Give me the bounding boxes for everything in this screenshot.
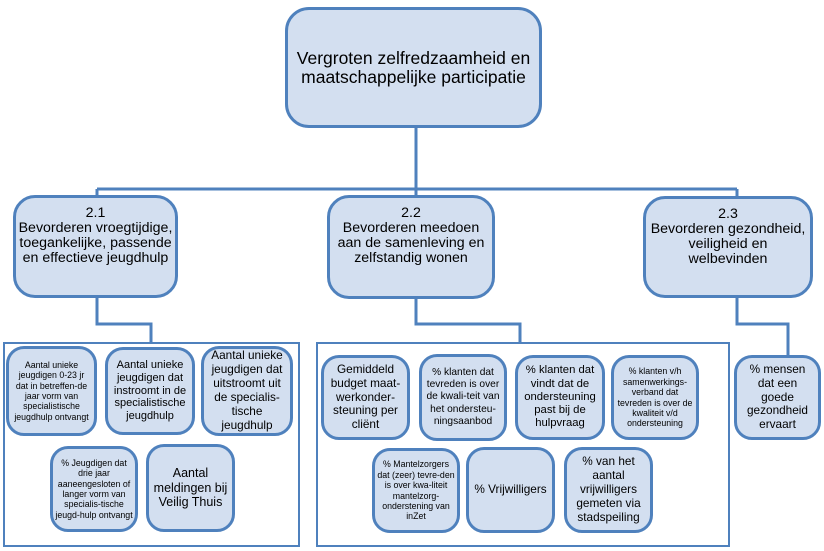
indicator-label: Aantal unieke jeugdigen dat instroomt in… xyxy=(113,358,187,423)
goal-number: 2.3 xyxy=(718,206,738,222)
indicator-label: % van het aantal vrijwilligers gemeten v… xyxy=(576,454,641,524)
indicator-label: Aantal unieke jeugdigen dat uitstroomt u… xyxy=(211,348,283,432)
goal-number: 2.2 xyxy=(401,205,421,221)
goal-label: Bevorderen vroegtijdige, toegankelijke, … xyxy=(18,219,173,266)
goal-2-3: 2.3 Bevorderen gezondheid, veiligheid en… xyxy=(643,196,813,298)
goal-2-2: 2.2 Bevorderen meedoen aan de samenlevin… xyxy=(327,195,495,299)
indicator-label: Gemiddeld budget maat-werkonder-steuning… xyxy=(330,361,401,432)
indicator-label: % klanten dat tevreden is over de kwali-… xyxy=(426,367,500,427)
indicator-card: Aantal meldingen bij Veilig Thuis xyxy=(146,444,235,532)
indicator-card: % Vrijwilligers xyxy=(466,447,555,533)
indicator-card: % Mantelzorgers dat (zeer) tevre-den is … xyxy=(372,448,460,533)
indicator-card: % klanten dat vindt dat de ondersteuning… xyxy=(515,355,605,440)
connector-2-1-group xyxy=(95,297,153,342)
goal-number: 2.1 xyxy=(85,205,106,221)
indicator-label: Aantal unieke jeugdigen 0-23 jr dat in b… xyxy=(14,359,89,422)
indicator-label: % klanten dat vindt dat de ondersteuning… xyxy=(524,364,596,430)
indicator-card: % van het aantal vrijwilligers gemeten v… xyxy=(564,447,653,533)
indicator-label: % klanten v/h samenwerkings-verband dat … xyxy=(617,366,693,429)
goal-2-1: 2.1 Bevorderen vroegtijdige, toegankelij… xyxy=(13,195,178,298)
connector-2-3-indicator xyxy=(735,297,790,356)
goal-label: Bevorderen meedoen aan de samenleving en… xyxy=(337,219,485,266)
indicator-label: Aantal meldingen bij Veilig Thuis xyxy=(153,465,228,510)
indicator-card: % klanten dat tevreden is over de kwali-… xyxy=(419,354,507,441)
indicator-card: % Jeugdigen dat drie jaar aaneengesloten… xyxy=(50,446,138,532)
indicator-card: Aantal unieke jeugdigen dat uitstroomt u… xyxy=(201,346,293,436)
indicator-label: % mensen dat een goede gezondheid ervaar… xyxy=(746,361,808,432)
indicator-card: % mensen dat een goede gezondheid ervaar… xyxy=(734,355,821,440)
indicator-card: Aantal unieke jeugdigen dat instroomt in… xyxy=(105,347,195,435)
indicator-card: Gemiddeld budget maat-werkonder-steuning… xyxy=(321,355,410,440)
connector-2-2-group xyxy=(414,298,522,342)
root-goal: Vergroten zelfredzaamheid en maatschappe… xyxy=(285,7,542,128)
root-goal-label: Vergroten zelfredzaamheid en maatschappe… xyxy=(296,47,531,87)
indicator-card: % klanten v/h samenwerkings-verband dat … xyxy=(611,355,699,440)
indicator-card: Aantal unieke jeugdigen 0-23 jr dat in b… xyxy=(6,346,97,436)
indicator-label: % Vrijwilligers xyxy=(474,482,547,497)
indicator-label: % Jeugdigen dat drie jaar aaneengesloten… xyxy=(55,457,133,520)
indicator-label: % Mantelzorgers dat (zeer) tevre-den is … xyxy=(377,459,455,522)
goal-label: Bevorderen gezondheid, veiligheid en wel… xyxy=(650,220,806,267)
